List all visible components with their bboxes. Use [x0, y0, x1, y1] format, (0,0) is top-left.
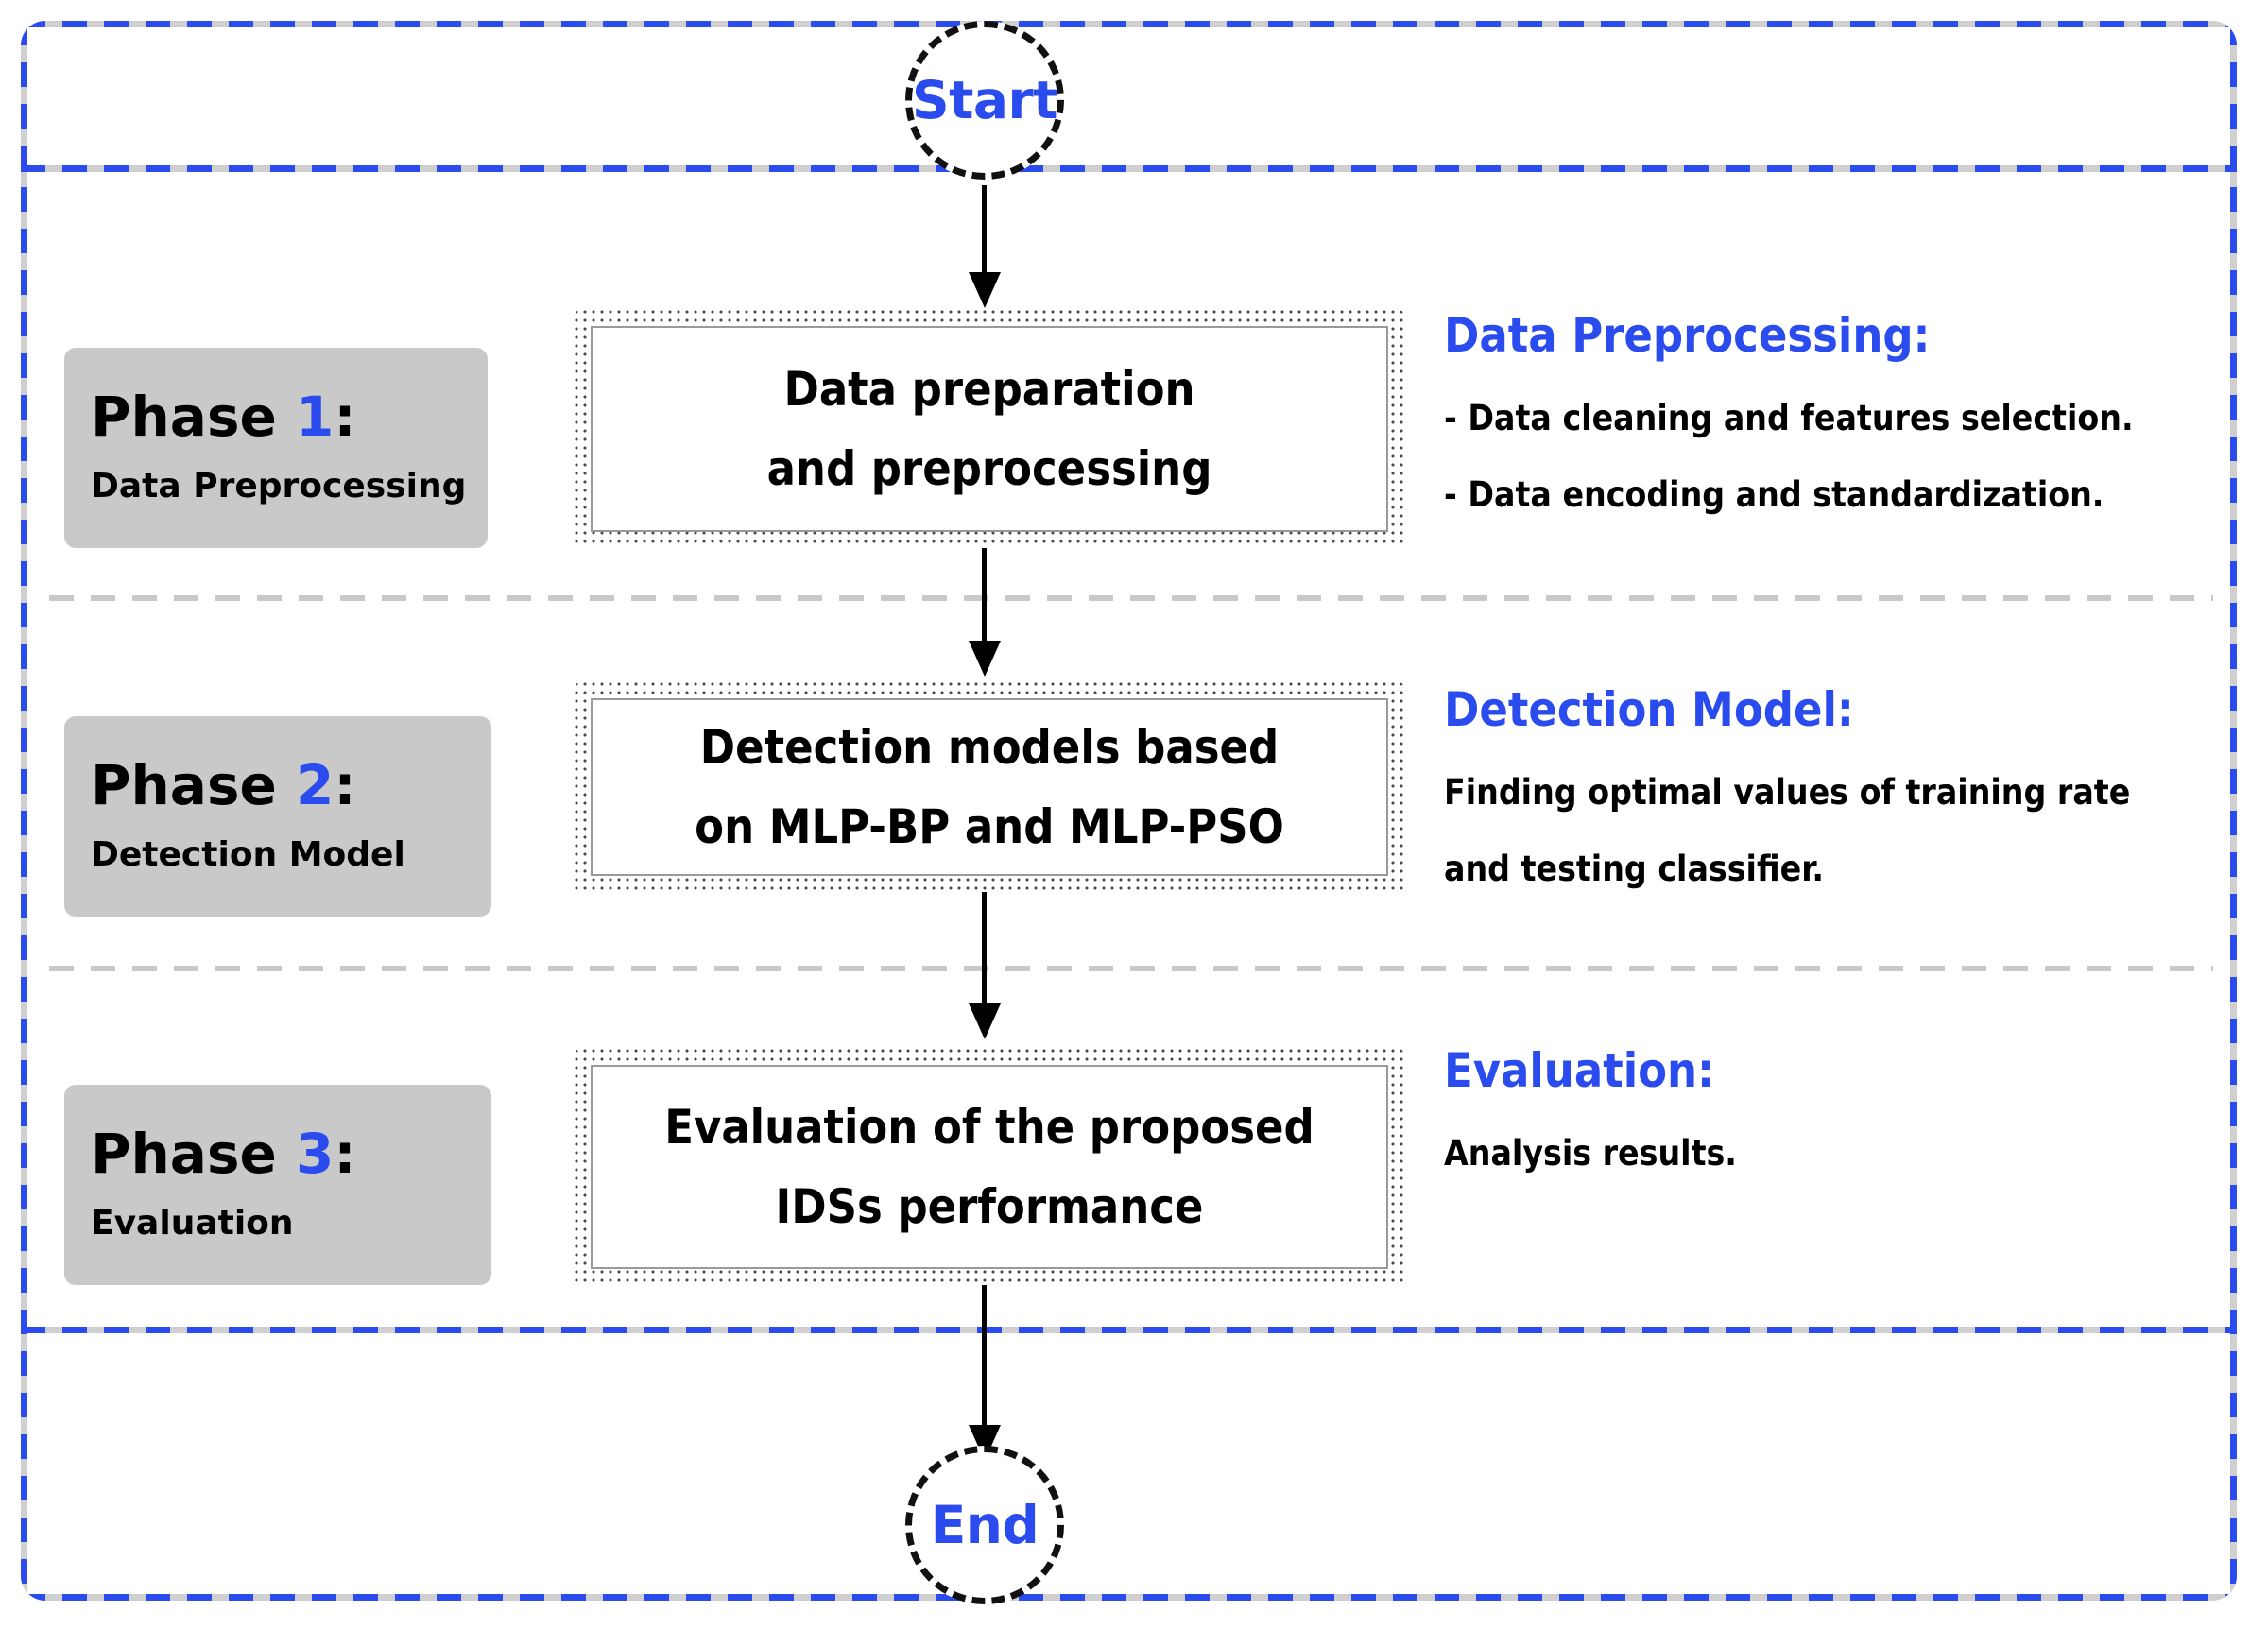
phase-chip-3: Phase 3: Evaluation	[64, 1085, 491, 1285]
arrow-start-to-phase1	[966, 185, 1004, 308]
note-phase2: Detection Model: Finding optimal values …	[1444, 686, 2130, 886]
process-box-phase3-inner: Evaluation of the proposed IDSs performa…	[591, 1065, 1388, 1269]
phase-word: Phase	[91, 384, 277, 449]
band-separator-top	[21, 165, 2237, 172]
note-phase1-line1: - Data cleaning and features selection.	[1444, 398, 2134, 438]
phase-chip-2-title: Phase 2:	[91, 756, 465, 814]
phase-chip-1-subtitle: Data Preprocessing	[91, 467, 467, 506]
end-terminator: End	[905, 1446, 1064, 1604]
phase-number: 1	[296, 384, 335, 449]
arrow-shaft	[982, 548, 987, 643]
phase-chip-2: Phase 2: Detection Model	[64, 716, 491, 917]
phase-word: Phase	[91, 752, 277, 817]
phase-number: 3	[296, 1121, 335, 1186]
process-box-phase1-line2: and preprocessing	[766, 441, 1212, 496]
arrow-shaft	[982, 892, 987, 1005]
process-box-phase2: Detection models based on MLP-BP and MLP…	[575, 682, 1404, 892]
phase-chip-1: Phase 1: Data Preprocessing	[64, 348, 488, 548]
note-phase3: Evaluation: Analysis results.	[1444, 1047, 1737, 1171]
note-phase1-heading: Data Preprocessing:	[1444, 308, 1931, 363]
note-phase2-line2: and testing classifier.	[1444, 849, 1824, 889]
note-phase1: Data Preprocessing: - Data cleaning and …	[1444, 312, 2134, 512]
process-box-phase1-line1: Data preparation	[783, 362, 1195, 417]
process-box-phase3-line1: Evaluation of the proposed	[664, 1100, 1314, 1155]
phase-chip-2-subtitle: Detection Model	[91, 835, 405, 875]
note-phase3-heading: Evaluation:	[1444, 1043, 1715, 1098]
phase-colon: :	[334, 384, 356, 449]
phase-colon: :	[334, 1121, 356, 1186]
band-separator-bottom	[21, 1327, 2237, 1333]
phase-chip-1-title: Phase 1:	[91, 384, 461, 449]
note-phase3-line1: Analysis results.	[1444, 1133, 1737, 1174]
arrow-head	[969, 272, 1001, 308]
phase-number: 2	[296, 752, 335, 817]
phase-separator-1-2	[49, 595, 2213, 601]
phase-word: Phase	[91, 1121, 277, 1186]
arrow-shaft	[982, 185, 987, 274]
end-label: End	[930, 1494, 1040, 1555]
start-terminator: Start	[905, 21, 1064, 180]
phase-chip-3-title: Phase 3:	[91, 1121, 465, 1186]
process-box-phase3: Evaluation of the proposed IDSs performa…	[575, 1049, 1404, 1285]
start-label: Start	[912, 69, 1057, 130]
phase-colon: :	[334, 752, 356, 817]
process-box-phase1-inner: Data preparation and preprocessing	[591, 326, 1388, 532]
note-phase1-line2: - Data encoding and standardization.	[1444, 474, 2105, 515]
process-box-phase2-line2: on MLP-BP and MLP-PSO	[695, 799, 1284, 854]
process-box-phase1: Data preparation and preprocessing	[575, 310, 1404, 548]
phase-separator-2-3	[49, 966, 2213, 971]
arrow-phase3-to-end	[966, 1285, 1004, 1465]
arrow-head	[969, 641, 1001, 677]
arrow-phase1-to-phase2	[966, 548, 1004, 680]
process-box-phase2-line1: Detection models based	[699, 720, 1280, 775]
arrow-shaft	[982, 1285, 987, 1427]
note-phase2-heading: Detection Model:	[1444, 682, 1854, 737]
arrow-head	[969, 1003, 1001, 1039]
process-box-phase3-line2: IDSs performance	[775, 1179, 1204, 1234]
note-phase2-line1: Finding optimal values of training rate	[1444, 772, 2131, 813]
phase-chip-3-subtitle: Evaluation	[91, 1204, 294, 1243]
arrow-phase2-to-phase3	[966, 892, 1004, 1043]
process-box-phase2-inner: Detection models based on MLP-BP and MLP…	[591, 698, 1388, 876]
